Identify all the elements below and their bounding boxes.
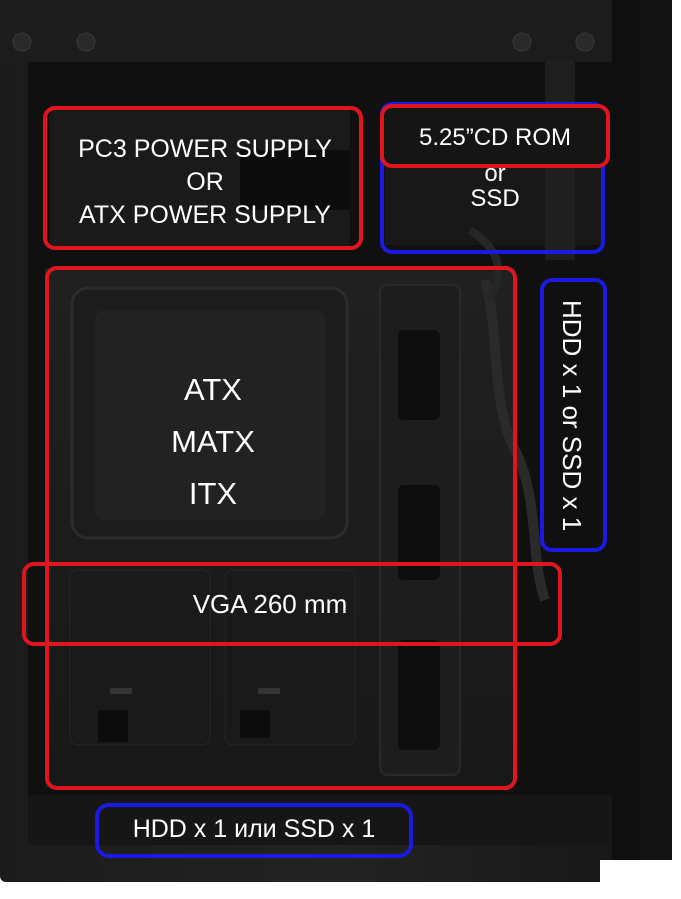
screw <box>575 32 595 52</box>
form-factor-label: ATX MATX ITX <box>113 364 313 520</box>
matx-label: MATX <box>171 424 255 459</box>
psu-line-1: PC3 POWER SUPPLY <box>78 135 332 163</box>
itx-label: ITX <box>188 476 238 511</box>
psu-label: PC3 POWER SUPPLY OR ATX POWER SUPPLY <box>45 133 365 232</box>
psu-line-3: ATX POWER SUPPLY <box>79 201 331 229</box>
hdd-bottom-box <box>95 803 413 858</box>
atx-label: ATX <box>184 372 242 407</box>
hdd-side-box <box>540 278 607 552</box>
hdd-side-label: HDD x 1 or SSD x 1 <box>556 300 587 532</box>
psu-box <box>43 106 363 250</box>
or-label: or <box>484 160 506 187</box>
motherboard-box <box>45 266 517 790</box>
cdrom-label: 5.25”CD ROM <box>418 124 572 151</box>
screw <box>12 32 32 52</box>
cdrom-box <box>380 104 610 168</box>
vga-label: VGA 260 mm <box>192 589 348 619</box>
vga-box <box>22 562 562 646</box>
hdd-bottom-label: HDD x 1 или SSD x 1 <box>132 815 376 843</box>
ssd-label: SSD <box>470 185 520 212</box>
screw <box>512 32 532 52</box>
screw <box>76 32 96 52</box>
psu-line-2: OR <box>186 168 224 196</box>
